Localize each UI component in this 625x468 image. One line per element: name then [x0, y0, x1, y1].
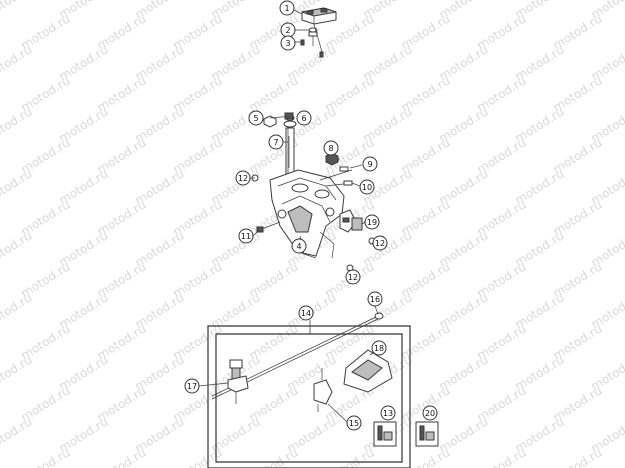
callout-3: 3 [280, 35, 296, 51]
callout-10: 10 [359, 179, 375, 195]
svg-text:2: 2 [285, 26, 290, 35]
svg-text:7: 7 [273, 138, 278, 147]
svg-text:11: 11 [241, 232, 251, 241]
callout-14: 14 [298, 305, 314, 321]
callout-19: 19 [364, 214, 380, 230]
callout-9: 9 [362, 156, 378, 172]
svg-text:5: 5 [253, 114, 258, 123]
svg-text:12: 12 [375, 239, 385, 248]
callout-7: 7 [268, 134, 284, 150]
svg-text:10: 10 [362, 183, 372, 192]
callout-4: 4 [291, 238, 307, 254]
callout-8: 8 [323, 140, 339, 156]
callout-18: 18 [371, 340, 387, 356]
callout-2: 2 [280, 22, 296, 38]
callout-6: 6 [296, 110, 312, 126]
fitting-part [227, 359, 249, 404]
callout-20: 20 [422, 405, 438, 421]
callout-15: 15 [346, 415, 362, 431]
svg-text:6: 6 [301, 114, 306, 123]
svg-text:8: 8 [328, 144, 333, 153]
callout-12-lower: 12 [345, 269, 361, 285]
svg-text:13: 13 [383, 409, 393, 418]
svg-text:9: 9 [367, 160, 372, 169]
svg-text:16: 16 [370, 295, 380, 304]
sticker-sheet-20 [415, 421, 439, 447]
callout-11: 11 [238, 228, 254, 244]
sticker-sheet-13 [373, 421, 397, 447]
valve-part [313, 368, 333, 412]
handlebar-clamp-part [301, 7, 337, 25]
svg-text:15: 15 [349, 419, 359, 428]
svg-text:19: 19 [367, 218, 377, 227]
callout-12-right: 12 [372, 235, 388, 251]
svg-text:20: 20 [425, 409, 435, 418]
svg-text:14: 14 [301, 309, 311, 318]
svg-text:4: 4 [296, 242, 301, 251]
callout-13: 13 [380, 405, 396, 421]
svg-text:17: 17 [187, 382, 197, 391]
svg-text:12: 12 [238, 174, 248, 183]
svg-text:1: 1 [284, 4, 289, 13]
clamp-bolt-part [300, 23, 324, 58]
callout-1: 1 [279, 0, 295, 16]
callout-12-upper: 12 [235, 170, 251, 186]
callout-16: 16 [367, 291, 383, 307]
callout-17: 17 [184, 378, 200, 394]
svg-text:12: 12 [348, 273, 358, 282]
callout-5: 5 [248, 110, 264, 126]
svg-text:18: 18 [374, 344, 384, 353]
seal-plate-part [343, 349, 393, 393]
svg-text:3: 3 [285, 39, 290, 48]
